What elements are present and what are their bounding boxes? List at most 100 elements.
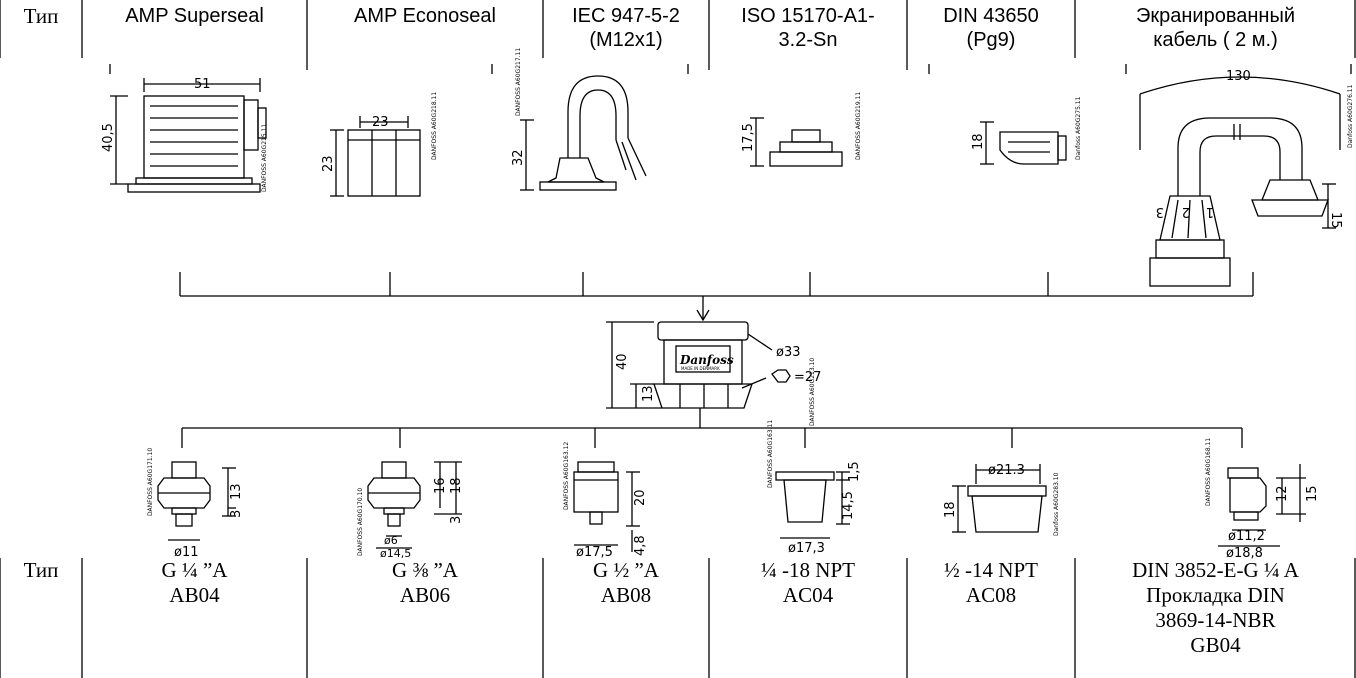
cable-connector-drawing	[1139, 76, 1341, 287]
ac04-h2: 14,5	[841, 491, 856, 520]
econoseal-width-label: 23	[372, 115, 389, 130]
header-col-line1: ISO 15170-A1-	[741, 5, 875, 27]
m12-height-label: 32	[511, 149, 526, 166]
cable-pin-1: 1	[1206, 204, 1214, 219]
footer-line: AB04	[169, 583, 220, 607]
sensor-height-total: 40	[615, 353, 630, 370]
gb04-h2: 15	[1305, 485, 1320, 502]
footer-line: G ⅜ ”A	[392, 558, 458, 582]
header-col-line2: кабель ( 2 м.)	[1153, 29, 1278, 51]
ab08-h1: 20	[633, 489, 648, 506]
iso-connector-drawing	[750, 117, 843, 167]
cable-width-label: 130	[1226, 69, 1251, 84]
ab04-code: DANFOSS A60G171.10	[147, 448, 154, 516]
superseal-height-label: 40,5	[101, 123, 116, 152]
ab04-h1: 13	[229, 483, 244, 500]
header-col-din: DIN 43650 (Pg9)	[907, 0, 1075, 58]
footer-line: G ¼ ”A	[161, 558, 228, 582]
footer-line: AC04	[782, 583, 834, 607]
superseal-width-label: 51	[194, 77, 211, 92]
upper-bus	[179, 272, 1254, 322]
superseal-connector-drawing	[110, 78, 267, 193]
header-col-line2: (Pg9)	[966, 29, 1016, 51]
header-col-line1: AMP Econoseal	[354, 5, 496, 27]
m12-connector-drawing	[520, 75, 647, 191]
header-col-line1: Экранированный	[1136, 5, 1295, 27]
gb04-d2: ø18,8	[1226, 546, 1263, 561]
sensor-body-drawing	[606, 321, 791, 409]
header-grid	[0, 0, 1356, 74]
ab04-fitting-drawing	[157, 461, 236, 541]
ac08-fitting-drawing	[952, 464, 1047, 533]
ac04-h1: 1,5	[847, 461, 862, 482]
footer-type-label: Тип	[23, 558, 59, 582]
footer-line: 3869-14-NBR	[1155, 608, 1276, 632]
cable-pin-2: 2	[1182, 204, 1190, 219]
header-col-line1: AMP Superseal	[125, 5, 264, 27]
sensor-diameter: ø33	[776, 345, 801, 360]
footer-col-ab06: G ⅜ ”A AB06	[307, 558, 543, 608]
ab06-h0: 16	[433, 477, 448, 494]
ac08-height: 18	[943, 501, 958, 518]
gb04-h1: 12	[1275, 485, 1290, 502]
ab08-fitting-drawing	[573, 461, 640, 552]
header-col-econoseal: AMP Econoseal	[307, 0, 543, 58]
ab06-h1: 18	[449, 477, 464, 494]
ac04-code: DANFOSS A60G163.11	[767, 420, 774, 488]
econoseal-code: DANFOSS A60G218.11	[431, 92, 438, 160]
header-col-iso: ISO 15170-A1- 3.2-Sn	[709, 0, 907, 58]
footer-line: G ½ ”A	[593, 558, 659, 582]
header-col-superseal: AMP Superseal	[82, 0, 307, 58]
ac08-diameter: ø21.3	[988, 463, 1025, 478]
ac04-diameter: ø17,3	[788, 541, 825, 556]
footer-col-ab08: G ½ ”A AB08	[543, 558, 709, 608]
din-code: Danfoss A60G275.11	[1075, 96, 1082, 160]
footer-line: ¼ -18 NPT	[761, 558, 855, 582]
sensor-height-hex: 13	[641, 385, 656, 402]
ab06-d2: ø14,5	[380, 547, 411, 560]
footer-line: Прокладка DIN	[1146, 583, 1285, 607]
ab08-code: DANFOSS A60G163.12	[563, 442, 570, 510]
sensor-made-in: MADE IN DENMARK	[681, 366, 720, 371]
ab04-diameter: ø11	[174, 545, 199, 560]
footer-line: DIN 3852-E-G ¼ A	[1132, 558, 1299, 582]
header-col-line2: (M12x1)	[589, 29, 663, 51]
gb04-code: DANFOSS A60G168.11	[1205, 438, 1212, 506]
footer-col-ac04: ¼ -18 NPT AC04	[709, 558, 907, 608]
header-type-label: Тип	[23, 4, 59, 28]
footer-grid	[0, 558, 1356, 678]
ac08-code: Danfoss A60G283.10	[1053, 472, 1060, 536]
header-col-cable: Экранированный кабель ( 2 м.)	[1075, 0, 1356, 58]
din-connector-drawing	[980, 121, 1067, 165]
superseal-code: DANFOSS A60G215.11	[261, 124, 268, 192]
footer-line: GB04	[1190, 633, 1241, 657]
lower-bus	[181, 408, 1243, 448]
gb04-fitting-drawing	[1218, 464, 1306, 547]
header-col-line1: IEC 947-5-2	[572, 5, 680, 27]
sensor-code: DANFOSS A60G213.10	[809, 358, 816, 426]
iso-code: DANFOSS A60G219.11	[855, 92, 862, 160]
footer-line: AB08	[600, 583, 652, 607]
sensor-hex-size: =27	[794, 370, 821, 385]
footer-line: AC08	[965, 583, 1017, 607]
sensor-brand-logo: Danfoss	[679, 353, 734, 367]
ab08-diameter: ø17,5	[576, 545, 613, 560]
ab06-h2: 3	[449, 516, 464, 524]
ab06-fitting-drawing	[367, 461, 462, 549]
iso-height-label: 17,5	[741, 123, 756, 152]
ab04-h2: 3	[229, 510, 244, 518]
cable-height-label: 15	[1328, 212, 1343, 229]
econoseal-height-label: 23	[321, 155, 336, 172]
cable-code: Danfoss A60G276.11	[1347, 84, 1354, 148]
cable-pin-3: 3	[1156, 204, 1164, 219]
m12-code: DANFOSS A60G217.11	[515, 48, 522, 116]
header-col-line1: DIN 43650	[943, 5, 1039, 27]
footer-col-gb04: DIN 3852-E-G ¼ A Прокладка DIN 3869-14-N…	[1075, 558, 1356, 658]
header-col-m12: IEC 947-5-2 (M12x1)	[543, 0, 709, 58]
header-col-line2: 3.2-Sn	[778, 29, 838, 51]
din-height-label: 18	[971, 133, 986, 150]
ab06-d1: ø6	[384, 534, 398, 547]
footer-col-ab04: G ¼ ”A AB04	[82, 558, 307, 608]
